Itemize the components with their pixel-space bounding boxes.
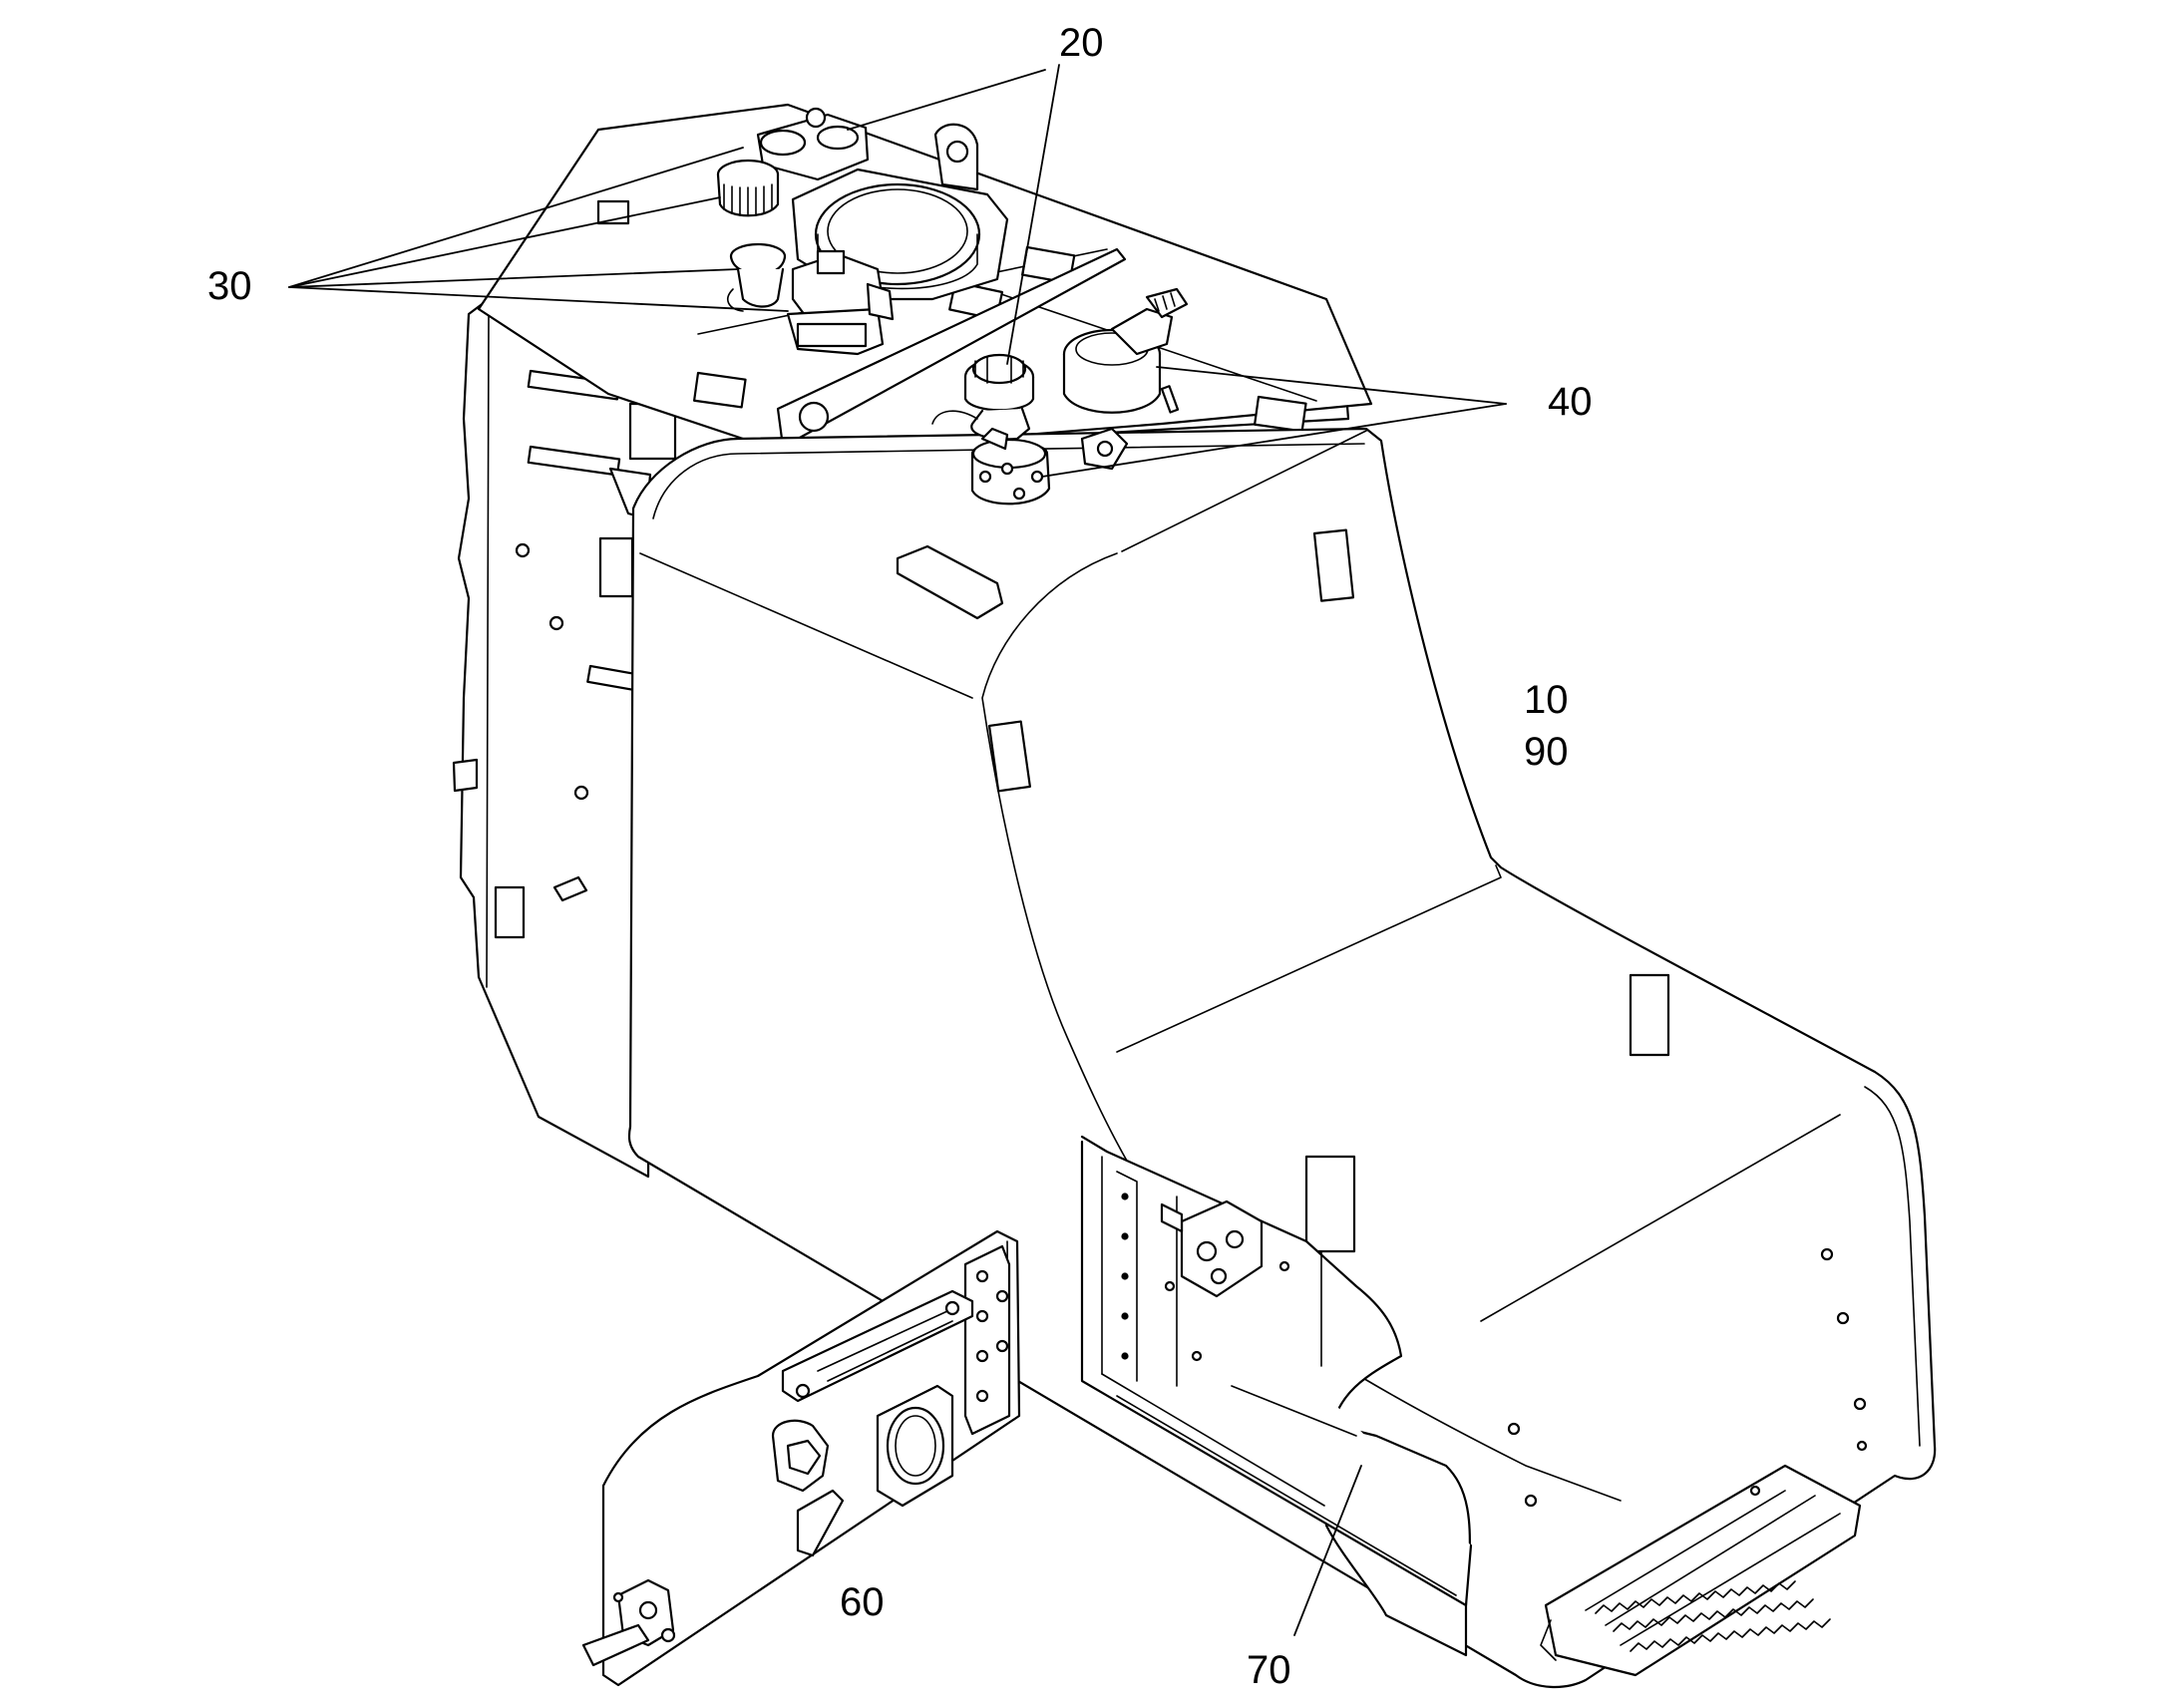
breather-valve-group: [931, 287, 1189, 506]
access-step: [1540, 1464, 1862, 1677]
filler-cap: [963, 353, 1035, 441]
callout-90: 90: [1524, 730, 1569, 774]
callout-10: 10: [1524, 678, 1569, 722]
callout-60: 60: [840, 1580, 885, 1624]
callout-labels: 20 30 40 10 90 60 70: [207, 21, 1593, 1692]
sender-unit-group: [716, 107, 1009, 356]
callout-70: 70: [1247, 1648, 1291, 1692]
callout-40: 40: [1548, 380, 1593, 424]
side-cover-door: [581, 1229, 1021, 1687]
leader-lines: [288, 64, 1507, 1636]
callout-20: 20: [1059, 21, 1104, 65]
fuel-tank: [627, 427, 1937, 1689]
service-opening: [1080, 1135, 1473, 1657]
callout-30: 30: [207, 264, 252, 308]
